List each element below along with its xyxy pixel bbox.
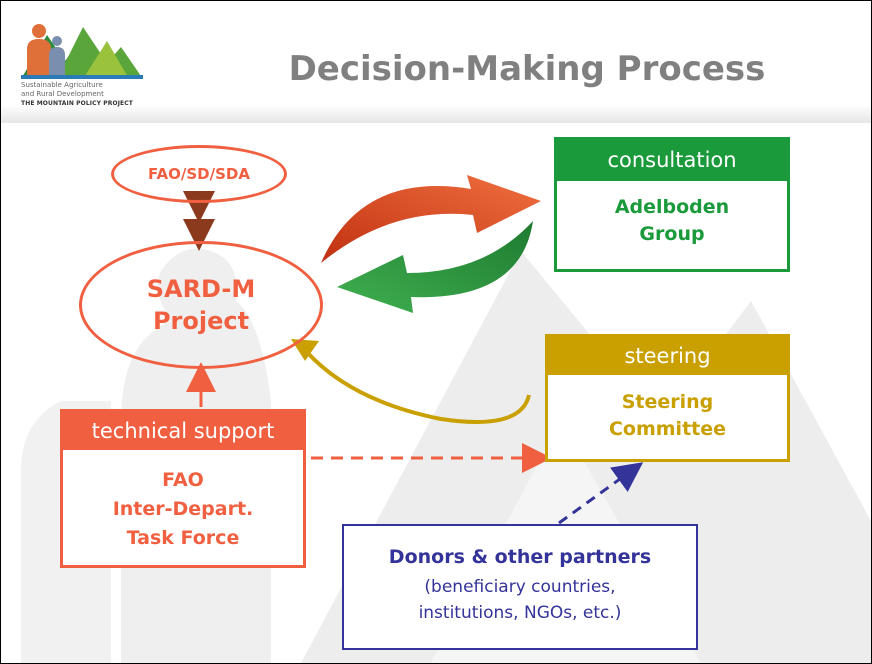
steering-box: steering Steering Committee — [545, 334, 790, 462]
technical-support-box: technical support FAO Inter-Depart. Task… — [60, 409, 306, 568]
steering-body: Steering Committee — [548, 389, 787, 443]
sard-m-project-node: SARD-M Project — [79, 241, 323, 369]
fao-sd-sda-label: FAO/SD/SDA — [148, 165, 250, 183]
donors-line-2: institutions, NGOs, etc.) — [418, 603, 622, 623]
consultation-box: consultation Adelboden Group — [554, 137, 790, 272]
consultation-body: Adelboden Group — [557, 194, 787, 248]
technical-support-header: technical support — [63, 412, 303, 450]
donors-box: Donors & other partners (beneficiary cou… — [342, 524, 698, 650]
steering-arrow-head — [291, 339, 319, 361]
fao-label: FAO — [162, 469, 204, 491]
logo-line-1: Sustainable Agriculture — [21, 81, 103, 89]
group-label: Group — [639, 223, 705, 245]
page-title: Decision-Making Process — [288, 49, 766, 89]
sard-m-label: SARD-M — [146, 275, 256, 303]
project-label: Project — [152, 307, 250, 335]
donors-title: Donors & other partners — [388, 546, 652, 568]
steering-label: Steering — [621, 391, 714, 413]
logo-line-3: THE MOUNTAIN POLICY PROJECT — [21, 100, 133, 107]
donors-line-1: (beneficiary countries, — [424, 577, 616, 597]
fao-sd-sda-node: FAO/SD/SDA — [111, 145, 287, 203]
logo-line-2: and Rural Development — [21, 90, 104, 98]
task-force-label: Task Force — [126, 527, 240, 549]
committee-label: Committee — [608, 418, 727, 440]
inter-depart-label: Inter-Depart. — [112, 498, 254, 520]
slide-header — [1, 1, 871, 123]
consultation-header: consultation — [557, 140, 787, 181]
mountain-policy-logo — [21, 24, 143, 79]
adelboden-label: Adelboden — [614, 196, 730, 218]
logo-caption: Sustainable Agriculture and Rural Develo… — [21, 81, 161, 108]
donors-to-steering-dashed-arrow — [558, 462, 644, 525]
technical-support-body: FAO Inter-Depart. Task Force — [63, 466, 303, 553]
consultation-to-sard-arrow — [337, 221, 533, 313]
donors-subtitle: (beneficiary countries, institutions, NG… — [344, 574, 696, 626]
steering-header: steering — [548, 337, 787, 375]
steering-to-sard-arrow — [304, 349, 531, 424]
sard-to-consultation-arrow — [321, 175, 541, 263]
